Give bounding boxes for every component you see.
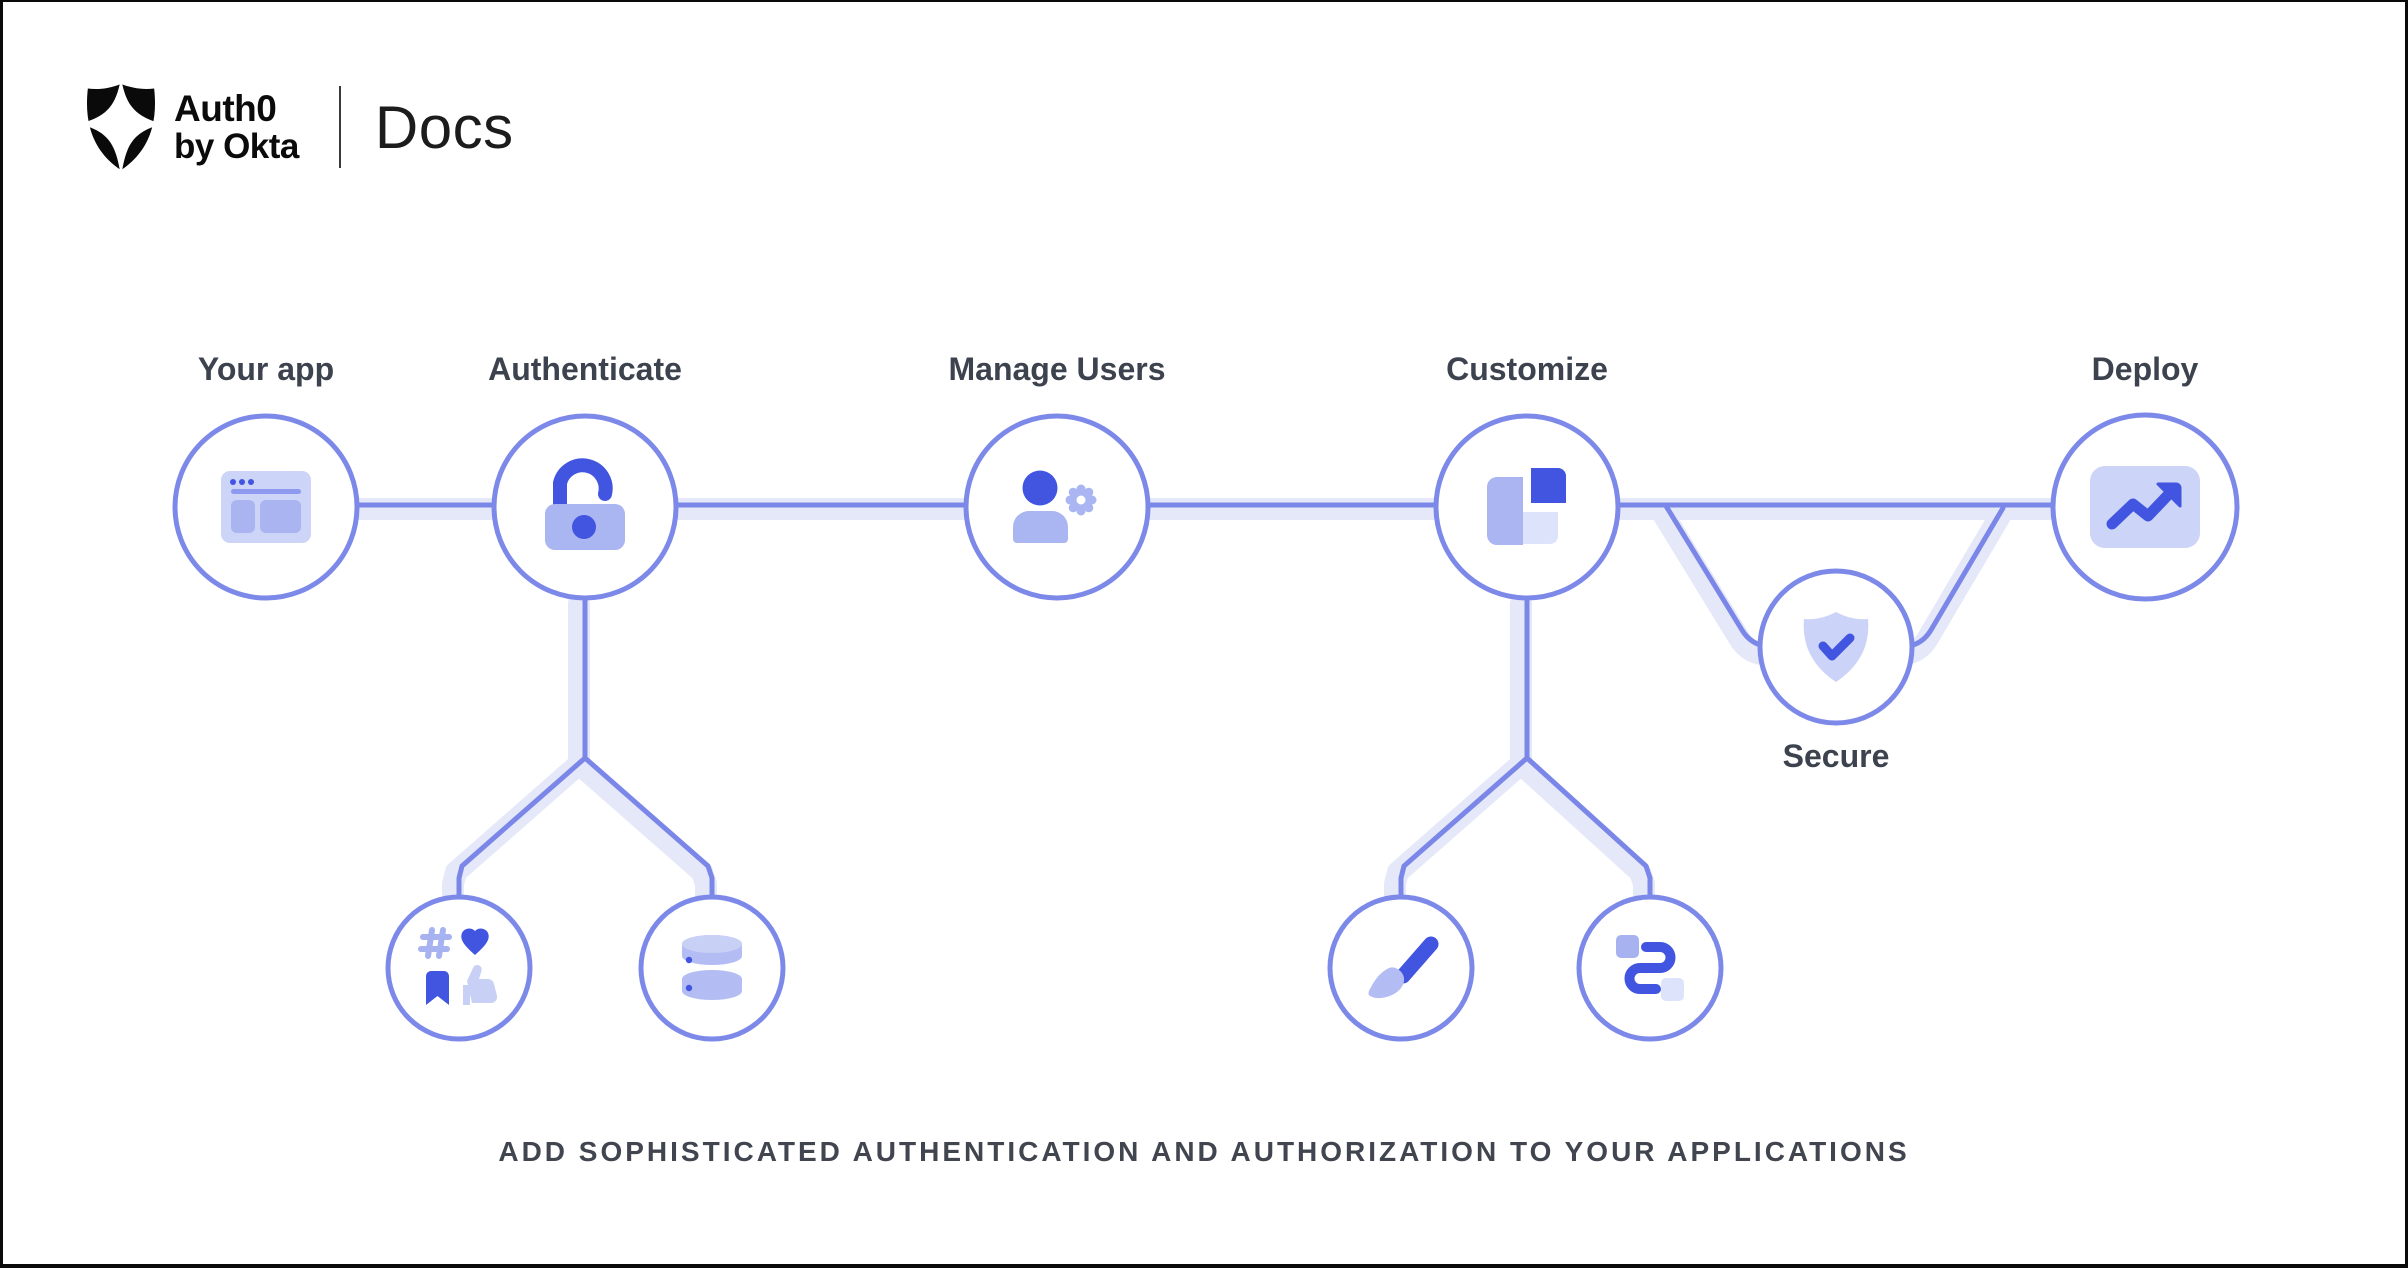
connector-flow-icon bbox=[1616, 935, 1684, 1001]
user-gear-icon bbox=[1013, 470, 1097, 543]
node-label-your-app: Your app bbox=[197, 351, 335, 387]
auth0-shield-icon bbox=[84, 82, 158, 172]
database-icon bbox=[682, 935, 742, 1000]
trend-up-chart-icon bbox=[2090, 466, 2200, 548]
tagline: ADD SOPHISTICATED AUTHENTICATION AND AUT… bbox=[498, 1136, 1910, 1167]
social-engagement-icon bbox=[418, 927, 498, 1005]
shield-check-icon bbox=[1803, 612, 1869, 682]
edge-customize-actions bbox=[1524, 595, 1653, 903]
node-label-authenticate: Authenticate bbox=[488, 351, 682, 387]
node-label-customize: Customize bbox=[1446, 351, 1608, 387]
node-customize-circle[interactable] bbox=[1433, 413, 1621, 601]
layout-blocks-icon bbox=[1487, 468, 1566, 545]
node-social-login-circle[interactable] bbox=[385, 894, 533, 1042]
node-label-manage-users: Manage Users bbox=[948, 351, 1166, 387]
edge-authenticate-social bbox=[456, 595, 588, 903]
header-logo: Auth0 by Okta Docs bbox=[84, 82, 514, 172]
product-name: Docs bbox=[374, 93, 514, 161]
node-manage-users-circle[interactable] bbox=[963, 413, 1151, 601]
edge-customize-branding bbox=[1398, 595, 1530, 903]
node-user-database-circle[interactable] bbox=[638, 894, 786, 1042]
brand-text: Auth0 by Okta bbox=[174, 89, 299, 165]
connector-bands bbox=[255, 498, 2156, 914]
logo-divider bbox=[338, 86, 341, 168]
open-padlock-icon bbox=[545, 458, 625, 550]
node-label-secure: Secure bbox=[1782, 738, 1890, 774]
brand-sub: by Okta bbox=[174, 127, 299, 166]
edge-authenticate-database bbox=[582, 595, 715, 903]
paintbrush-icon bbox=[1368, 936, 1439, 999]
brand-name: Auth0 bbox=[174, 88, 277, 129]
node-label-deploy: Deploy bbox=[2091, 351, 2199, 387]
browser-window-icon bbox=[221, 471, 311, 543]
